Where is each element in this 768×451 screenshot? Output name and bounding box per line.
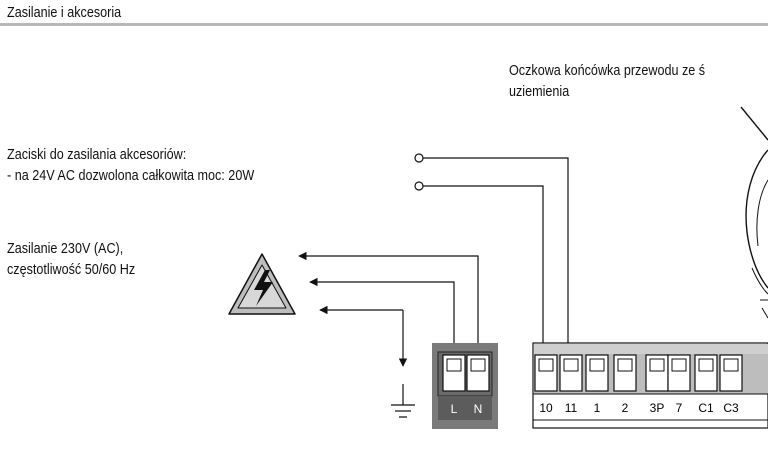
control-terminal-slot-1 — [585, 354, 609, 392]
mains-wires — [298, 251, 479, 367]
power-terminal-label-n: N — [474, 402, 483, 416]
control-terminal-label-3p: 3P — [650, 401, 665, 415]
earth-ring-terminal — [740, 106, 768, 319]
earth-ring-label-line2: uziemienia — [509, 83, 570, 100]
accessories-label-line2: - na 24V AC dozwolona całkowita moc: 20W — [7, 167, 255, 184]
control-terminal-label-2: 2 — [622, 401, 629, 415]
earth-ring-label: Oczkowa końcówka przewodu ze ś uziemieni… — [509, 60, 705, 102]
control-terminal-block: 10 11 1 2 3P 7 C1 C3 — [532, 342, 768, 429]
accessory-wire-end-2 — [414, 181, 424, 191]
control-terminal-label-1: 1 — [594, 401, 601, 415]
accessory-wires — [414, 153, 573, 359]
control-terminal-slot-7 — [667, 354, 691, 392]
accessories-label-line1: Zaciski do zasilania akcesoriów: — [7, 146, 187, 163]
control-terminal-label-10: 10 — [539, 401, 553, 415]
accessories-label: Zaciski do zasilania akcesoriów: - na 24… — [7, 144, 254, 186]
control-terminal-slot-2 — [613, 354, 637, 392]
earth-ring-label-line1: Oczkowa końcówka przewodu ze ś — [509, 62, 706, 79]
title-divider — [0, 23, 768, 26]
control-terminal-slot-c1 — [694, 354, 718, 392]
control-terminal-label-c1: C1 — [698, 401, 714, 415]
control-terminal-slot-3p — [645, 354, 669, 392]
control-terminal-slot-10 — [534, 354, 558, 392]
mains-label-line1: Zasilanie 230V (AC), — [7, 240, 124, 257]
control-terminal-label-c3: C3 — [723, 401, 739, 415]
section-title: Zasilanie i akcesoria — [7, 4, 122, 21]
control-terminal-label-7: 7 — [676, 401, 683, 415]
ground-icon — [391, 384, 415, 418]
control-terminal-slot-11 — [559, 354, 583, 392]
mains-label: Zasilanie 230V (AC), częstotliwość 50/60… — [7, 238, 135, 280]
high-voltage-warning-icon — [228, 253, 296, 315]
control-terminal-slot-c3 — [719, 354, 743, 392]
power-terminal-slot-l — [442, 354, 466, 392]
power-terminal-block: L N — [432, 343, 498, 429]
mains-label-line2: częstotliwość 50/60 Hz — [7, 261, 136, 278]
accessory-wire-end-1 — [414, 153, 424, 163]
power-terminal-slot-n — [466, 354, 490, 392]
power-terminal-label-l: L — [451, 402, 458, 416]
control-terminal-label-11: 11 — [565, 401, 578, 415]
